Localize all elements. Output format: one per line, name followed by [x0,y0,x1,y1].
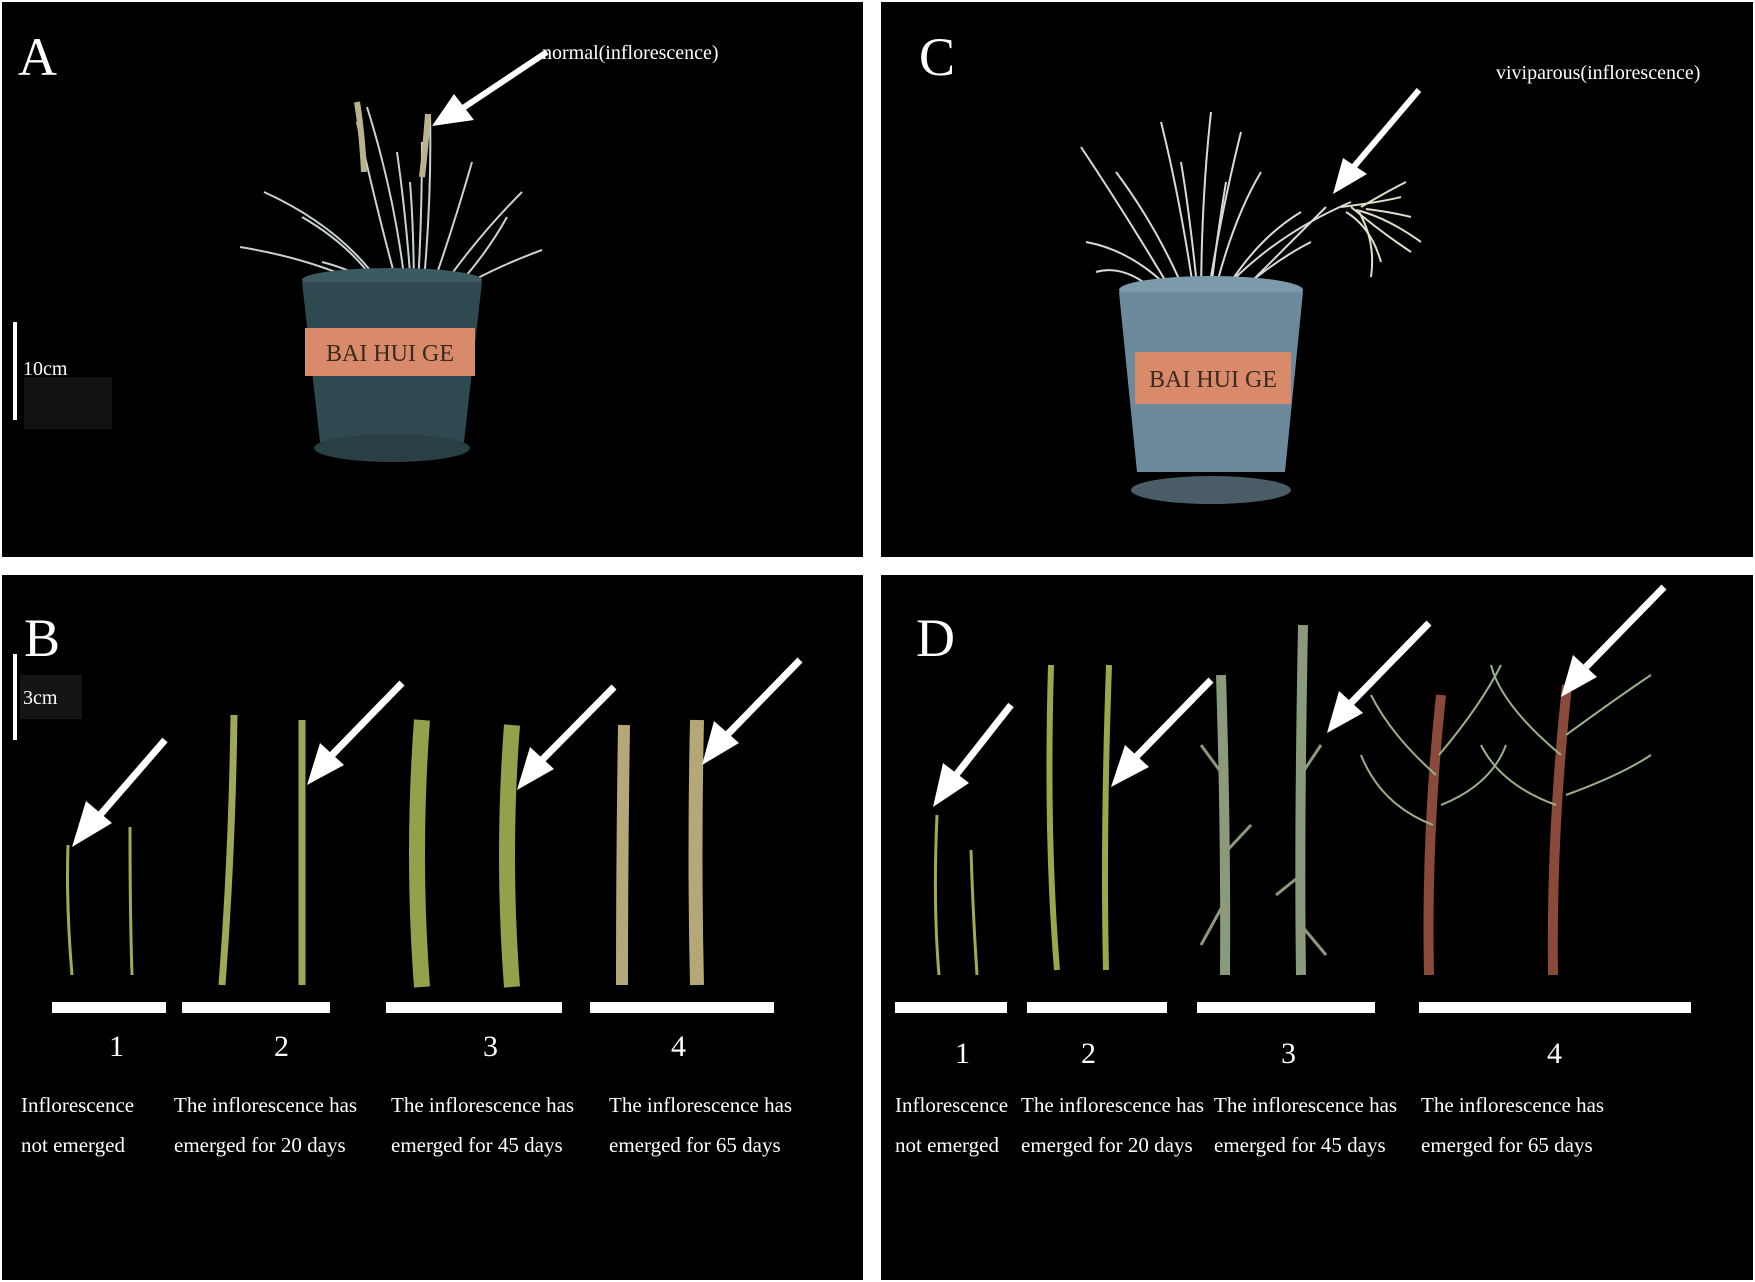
panel-label-c: C [919,27,956,87]
viviparous-stage-2-caption-line2: emerged for 20 days [1021,1133,1193,1157]
normal-stage-3-number: 3 [483,1030,498,1063]
viviparous-stage-4-caption: The inflorescence has emerged for 65 day… [1421,1085,1604,1165]
normal-stages-illustration [20,657,803,988]
normal-stage-3-spikes [409,719,520,988]
normal-stage-1-caption-line1: Inflorescence [21,1093,135,1117]
viviparous-stage-3-spikes [1199,624,1328,976]
normal-inflorescence-annotation: normal(inflorescence) [542,42,719,64]
normal-stage-3-caption: The inflorescence has emerged for 45 day… [391,1085,574,1165]
viviparous-stage-3-caption: The inflorescence has emerged for 45 day… [1214,1085,1397,1165]
viviparous-stage-1-bar [895,1002,1007,1013]
normal-stage-4-caption: The inflorescence has emerged for 65 day… [609,1085,792,1165]
viviparous-stage-4-caption-line2: emerged for 65 days [1421,1133,1593,1157]
normal-stage-2-caption: The inflorescence has emerged for 20 day… [174,1085,357,1165]
scale-label-3cm: 3cm [23,687,58,709]
viviparous-pot-brand-text: BAI HUI GE [1149,367,1277,393]
normal-stage-2-number: 2 [274,1030,289,1063]
viviparous-stage-1-spikes [933,814,979,976]
scale-label-10cm: 10cm [23,358,68,380]
panel-label-a: A [18,27,57,87]
viviparous-stage-3-bar [1197,1002,1375,1013]
viviparous-stage-2-caption: The inflorescence has emerged for 20 day… [1021,1085,1204,1165]
normal-stage-2-caption-line2: emerged for 20 days [174,1133,346,1157]
normal-stage-4-caption-line2: emerged for 65 days [609,1133,781,1157]
viviparous-stage-3-number: 3 [1281,1037,1296,1070]
viviparous-plantlet-cluster [1340,181,1422,278]
normal-stage-3-caption-line1: The inflorescence has [391,1093,575,1117]
viviparous-stage-1-caption-line2: not emerged [895,1133,999,1157]
normal-stage-1-caption-line2: not emerged [21,1133,125,1157]
scale-bar-3cm [13,654,17,740]
normal-stage-1-spikes [66,826,134,976]
normal-stage-2-bar [182,1002,330,1013]
viviparous-inflorescence-annotation: viviparous(inflorescence) [1496,62,1701,84]
viviparous-stage-1-number: 1 [955,1037,970,1070]
viviparous-inflorescence-arrow-icon [1333,88,1422,194]
viviparous-stage-2-bar [1027,1002,1167,1013]
viviparous-stage-4-bar [1419,1002,1691,1013]
normal-stage-1-caption: Inflorescence not emerged [21,1085,134,1165]
normal-stage-4-spikes [616,719,704,986]
normal-pot: BAI HUI GE [302,268,482,462]
panel-a-normal-plant: BAI HUI GE A normal(inflorescence) 10cm [2,2,863,557]
normal-inflorescence-arrow-icon [432,49,549,126]
viviparous-plant-illustration: BAI HUI GE [1080,88,1422,504]
viviparous-stage-2-number: 2 [1081,1037,1096,1070]
normal-stage-1-number: 1 [109,1030,124,1063]
viviparous-stage-4-plantlets [1360,664,1652,976]
panel-c-viviparous-plant: BAI HUI GE C viviparous(inflorescence) [881,2,1753,557]
normal-stage-2-spikes [218,714,306,986]
panel-label-b: B [24,608,61,668]
viviparous-stage-2-spikes [1046,664,1112,971]
viviparous-stage-3-caption-line1: The inflorescence has [1214,1093,1398,1117]
normal-stage-4-number: 4 [671,1030,686,1063]
viviparous-pot: BAI HUI GE [1119,276,1303,504]
panel-d-viviparous-stages: D 1 2 3 4 Inflorescence not emerged The … [881,575,1753,1280]
normal-stage-4-bar [590,1002,774,1013]
normal-stage-arrows [72,657,803,847]
normal-stage-3-bar [386,1002,562,1013]
panel-label-d: D [916,608,955,668]
normal-stage-1-bar [52,1002,166,1013]
viviparous-stage-1-caption-line1: Inflorescence [895,1093,1009,1117]
panel-b-normal-stages: B 3cm 1 2 3 4 Inflorescence not emerged … [2,575,863,1280]
normal-plant-illustration: BAI HUI GE [24,49,549,462]
normal-stage-3-caption-line2: emerged for 45 days [391,1133,563,1157]
viviparous-stage-2-caption-line1: The inflorescence has [1021,1093,1205,1117]
viviparous-stages-illustration [933,584,1667,976]
normal-pot-brand-text: BAI HUI GE [326,341,454,367]
viviparous-stage-1-caption: Inflorescence not emerged [895,1085,1008,1165]
viviparous-stage-arrows [933,584,1667,807]
scale-bar-10cm [13,322,17,420]
viviparous-stage-3-caption-line2: emerged for 45 days [1214,1133,1386,1157]
normal-stage-2-caption-line1: The inflorescence has [174,1093,358,1117]
normal-stage-4-caption-line1: The inflorescence has [609,1093,793,1117]
viviparous-stage-4-number: 4 [1547,1037,1562,1070]
viviparous-stage-4-caption-line1: The inflorescence has [1421,1093,1605,1117]
